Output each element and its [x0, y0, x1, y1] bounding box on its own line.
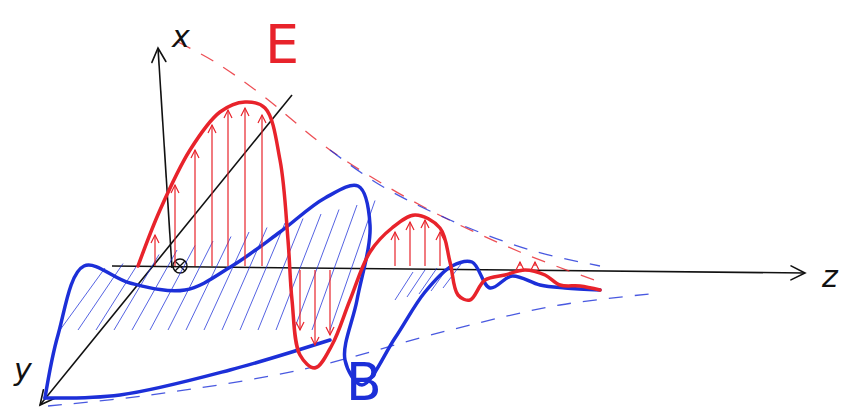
origin-cross — [175, 261, 185, 271]
field-label: B — [346, 356, 382, 408]
axis-label: z — [822, 262, 838, 292]
axis-label: y — [14, 355, 32, 385]
field-label: E — [265, 18, 299, 72]
arrow-head — [791, 266, 805, 280]
e-field-curve — [138, 102, 600, 368]
arrow-head — [152, 48, 166, 62]
b-field-curve — [45, 340, 330, 398]
b-field-curve — [45, 185, 600, 398]
axis-label: x — [172, 22, 190, 52]
x-axis — [158, 48, 172, 268]
envelope-dashed — [178, 42, 600, 282]
axes — [40, 48, 805, 405]
